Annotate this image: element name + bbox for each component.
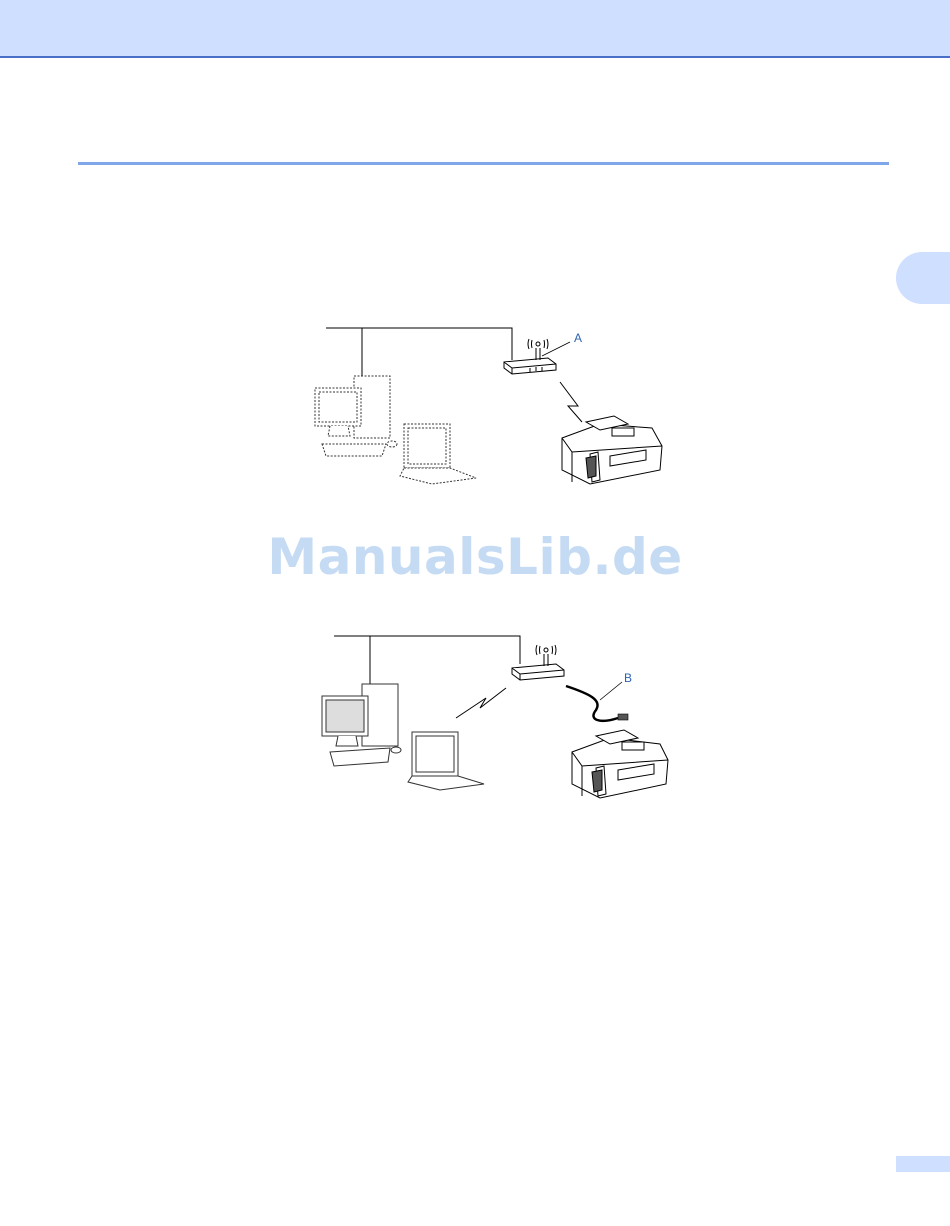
printer-icon <box>572 730 668 798</box>
chapter-tab <box>896 252 950 304</box>
wireless-signal-icon <box>560 382 582 422</box>
header-banner <box>0 0 950 58</box>
laptop-icon <box>400 424 476 484</box>
network-cable-line <box>326 328 512 376</box>
page-number-tab <box>896 1156 950 1172</box>
callout-label-b: B <box>624 671 632 685</box>
section-divider <box>78 162 889 165</box>
desktop-computer-icon <box>322 684 401 766</box>
network-cable-line <box>334 636 520 684</box>
network-diagram-wired: B <box>300 628 680 808</box>
printer-icon <box>562 416 662 484</box>
watermark-text: ManualsLib.de <box>0 528 950 586</box>
wireless-signal-icon <box>456 688 506 718</box>
callout-leader-b <box>600 682 622 700</box>
callout-label-a: A <box>574 331 582 345</box>
laptop-icon <box>408 732 484 790</box>
network-diagram-wireless: A <box>300 320 680 496</box>
desktop-computer-icon <box>315 376 397 456</box>
callout-leader-a <box>542 342 570 356</box>
